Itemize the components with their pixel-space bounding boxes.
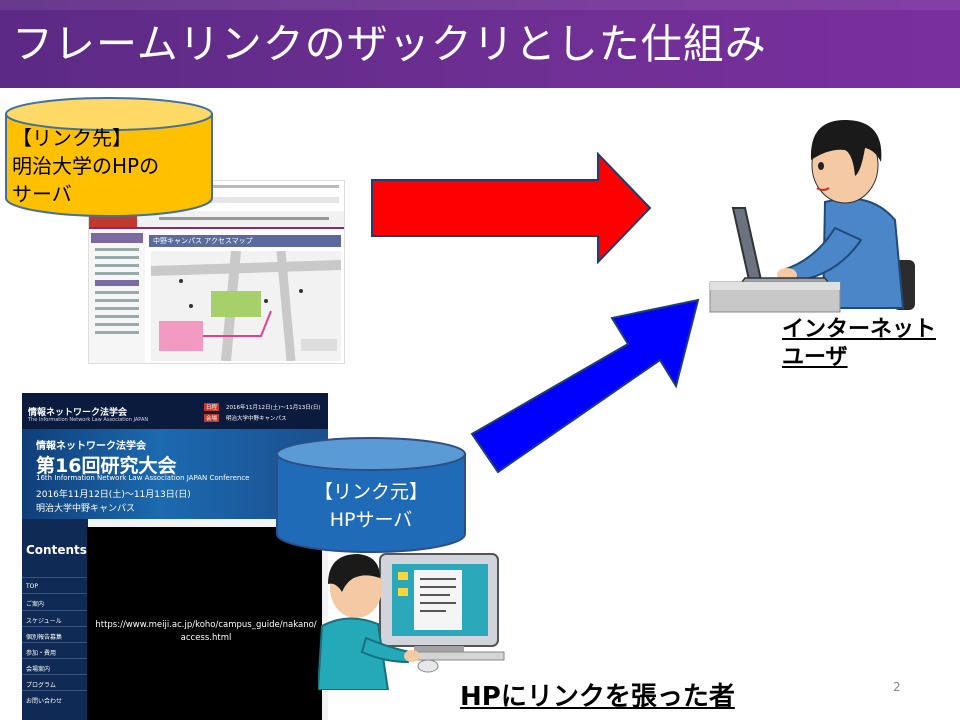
meiji-section-header bbox=[149, 235, 341, 247]
banner-date: 2016年11月12日(土)〜11月13日(日) bbox=[36, 490, 191, 500]
banner-title: 第16回研究大会 bbox=[36, 455, 177, 477]
conf-header-subtitle: The Information Network Law Association … bbox=[28, 417, 149, 423]
menu-item-venue[interactable]: 会場案内 bbox=[26, 666, 51, 673]
conference-sidebar: Contents TOP ご案内 スケジュール 個別報告募集 参加・費用 会場案… bbox=[22, 519, 88, 720]
menu-item-guide[interactable]: ご案内 bbox=[26, 601, 45, 608]
link-target-label-3: サーバ bbox=[12, 182, 72, 206]
conference-site-header: 情報ネットワーク法学会 The Information Network Law … bbox=[22, 393, 328, 429]
conf-date-value: 2016年11月12日(土)〜11月13日(日) bbox=[226, 405, 321, 411]
banner-venue: 明治大学中野キャンパス bbox=[36, 504, 136, 514]
contents-heading: Contents bbox=[26, 543, 87, 557]
embedded-frame: https://www.meiji.ac.jp/koho/campus_guid… bbox=[87, 527, 322, 720]
menu-item-fees[interactable]: 参加・費用 bbox=[26, 650, 57, 657]
conf-date-badge: 日程 bbox=[204, 403, 220, 411]
slide-title: フレームリンクのザックリとした仕組み bbox=[12, 20, 767, 68]
conf-header-title: 情報ネットワーク法学会 bbox=[28, 408, 128, 418]
link-target-server-cylinder: 【リンク先】 明治大学のHPの サーバ bbox=[4, 96, 214, 220]
menu-item-program[interactable]: プログラム bbox=[26, 682, 56, 689]
link-target-label-1: 【リンク先】 bbox=[12, 126, 132, 150]
blue-arrow bbox=[470, 298, 700, 474]
internet-user-illustration bbox=[709, 120, 915, 313]
banner-org: 情報ネットワーク法学会 bbox=[36, 441, 146, 452]
conf-venue-badge: 会場 bbox=[204, 414, 220, 422]
embedded-frame-url[interactable]: https://www.meiji.ac.jp/koho/campus_guid… bbox=[95, 620, 317, 643]
link-target-label-2: 明治大学のHPの bbox=[12, 154, 160, 178]
internet-user-label-1: インターネット bbox=[782, 317, 937, 342]
title-bar: フレームリンクのザックリとした仕組み bbox=[0, 0, 960, 88]
page-number: 2 bbox=[893, 680, 901, 694]
linker-caption: HPにリンクを張った者 bbox=[460, 682, 735, 712]
meiji-sidebar bbox=[89, 229, 145, 363]
red-arrow bbox=[371, 152, 652, 264]
internet-user-label-2: ユーザ bbox=[782, 345, 848, 370]
campus-access-map bbox=[150, 250, 342, 362]
banner-en: 16th Information Network Law Association… bbox=[36, 474, 250, 482]
link-source-label-1: 【リンク元】 bbox=[313, 481, 428, 503]
menu-item-top[interactable]: TOP bbox=[26, 583, 39, 590]
menu-item-schedule[interactable]: スケジュール bbox=[26, 618, 62, 625]
internet-user-caption: インターネット ユーザ bbox=[782, 316, 936, 372]
link-source-label-2: HPサーバ bbox=[329, 509, 413, 531]
linker-illustration bbox=[318, 553, 505, 690]
link-source-server-cylinder: 【リンク元】 HPサーバ bbox=[275, 436, 467, 554]
conf-venue-value: 明治大学中野キャンパス bbox=[226, 416, 287, 422]
meiji-section-title: 中野キャンパス アクセスマップ bbox=[153, 237, 253, 245]
menu-item-contact[interactable]: お問い合わせ bbox=[26, 698, 63, 705]
menu-item-call-for-papers[interactable]: 個別報告募集 bbox=[26, 634, 63, 641]
